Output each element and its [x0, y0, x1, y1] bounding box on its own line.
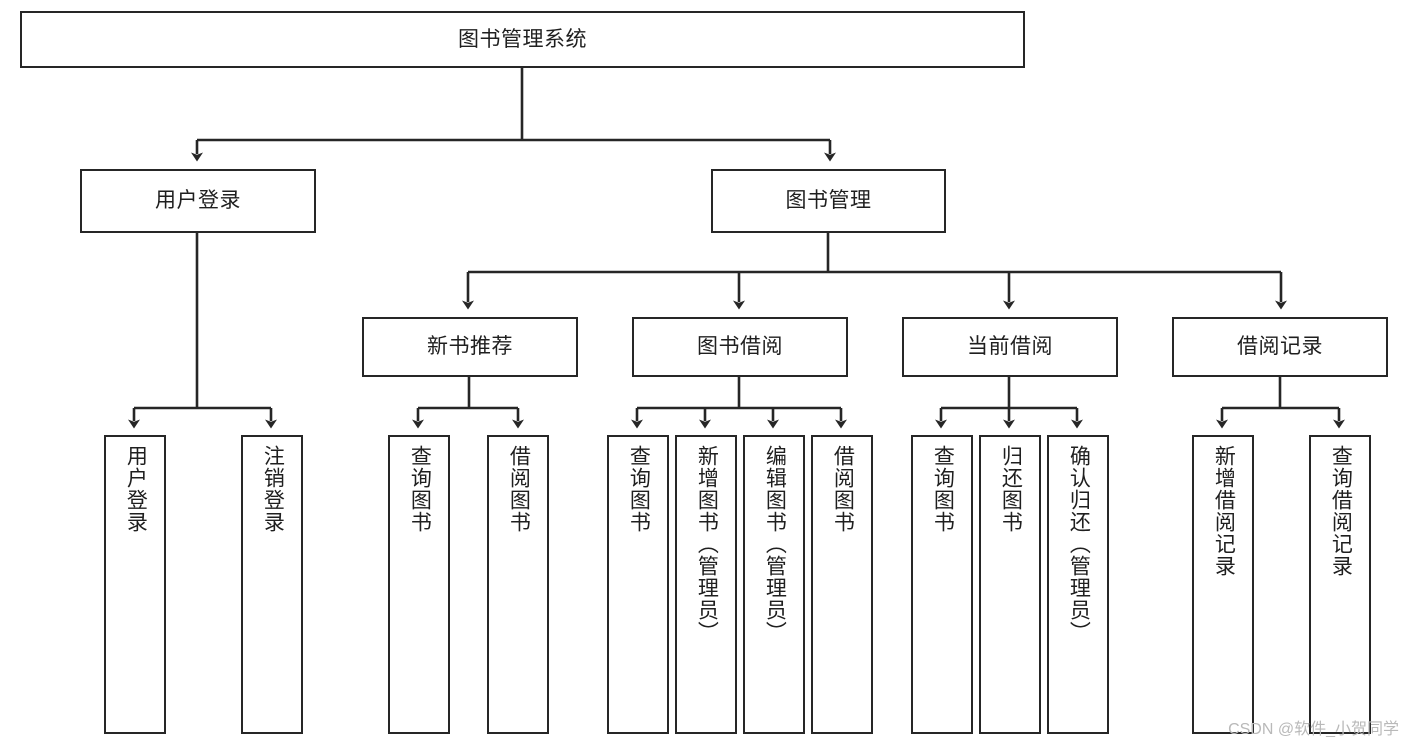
node-book-borrow-label: 图书借阅: [697, 335, 783, 359]
node-current-borrow[interactable]: 当前借阅: [902, 317, 1118, 377]
leaf-return-books[interactable]: 归还图书: [979, 435, 1041, 734]
node-new-book-recommend-label: 新书推荐: [427, 335, 513, 359]
leaf-query-books-borrow[interactable]: 查询图书: [607, 435, 669, 734]
leaf-query-borrow-record-label: 查询借阅记录: [1329, 445, 1353, 577]
leaf-confirm-return-admin[interactable]: 确认归还（管理员）: [1047, 435, 1109, 734]
node-root[interactable]: 图书管理系统: [20, 11, 1025, 68]
leaf-query-books-current-label: 查询图书: [931, 445, 955, 533]
leaf-borrow-books-recommend[interactable]: 借阅图书: [487, 435, 549, 734]
leaf-query-books-recommend[interactable]: 查询图书: [388, 435, 450, 734]
leaf-return-books-label: 归还图书: [999, 445, 1023, 533]
node-book-management-label: 图书管理: [785, 189, 872, 213]
leaf-add-borrow-record[interactable]: 新增借阅记录: [1192, 435, 1254, 734]
leaf-add-book-admin-label: 新增图书（管理员）: [695, 445, 719, 643]
leaf-confirm-return-admin-label: 确认归还（管理员）: [1067, 445, 1091, 643]
leaf-borrow-books[interactable]: 借阅图书: [811, 435, 873, 734]
leaf-query-borrow-record[interactable]: 查询借阅记录: [1309, 435, 1371, 734]
leaf-add-borrow-record-label: 新增借阅记录: [1212, 445, 1236, 577]
leaf-edit-book-admin-label: 编辑图书（管理员）: [763, 445, 787, 643]
node-user-login[interactable]: 用户登录: [80, 169, 316, 233]
leaf-query-books-borrow-label: 查询图书: [627, 445, 651, 533]
leaf-query-books-recommend-label: 查询图书: [408, 445, 432, 533]
leaf-logout-label: 注销登录: [261, 445, 285, 533]
leaf-query-books-current[interactable]: 查询图书: [911, 435, 973, 734]
node-root-label: 图书管理系统: [458, 27, 587, 51]
node-borrow-record-label: 借阅记录: [1237, 335, 1323, 359]
leaf-add-book-admin[interactable]: 新增图书（管理员）: [675, 435, 737, 734]
node-new-book-recommend[interactable]: 新书推荐: [362, 317, 578, 377]
leaf-logout[interactable]: 注销登录: [241, 435, 303, 734]
node-current-borrow-label: 当前借阅: [967, 335, 1053, 359]
node-book-borrow[interactable]: 图书借阅: [632, 317, 848, 377]
leaf-borrow-books-label: 借阅图书: [831, 445, 855, 533]
leaf-edit-book-admin[interactable]: 编辑图书（管理员）: [743, 435, 805, 734]
node-user-login-label: 用户登录: [155, 189, 241, 213]
node-book-management[interactable]: 图书管理: [711, 169, 946, 233]
leaf-user-login-label: 用户登录: [124, 445, 148, 533]
node-borrow-record[interactable]: 借阅记录: [1172, 317, 1388, 377]
csdn-watermark: CSDN @软件_小贺同学: [1228, 721, 1399, 738]
leaf-borrow-books-recommend-label: 借阅图书: [507, 445, 531, 533]
leaf-user-login[interactable]: 用户登录: [104, 435, 166, 734]
